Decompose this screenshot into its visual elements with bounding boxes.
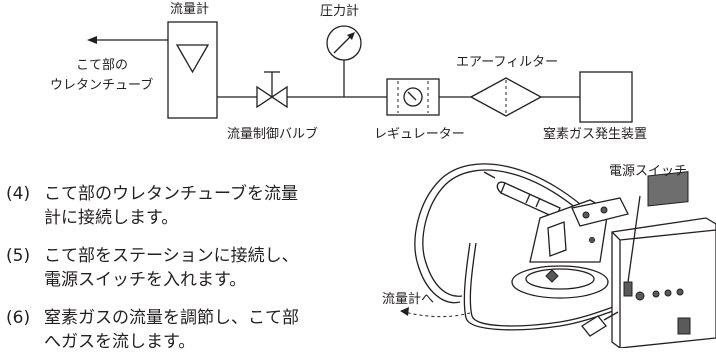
step-number: (4) <box>6 184 31 204</box>
soldering-station-illustration <box>400 163 716 348</box>
nitrogen-generator-label: 窒素ガス発生装置 <box>543 127 648 142</box>
pressure-gauge-label: 圧力計 <box>320 4 360 19</box>
iron-tube-label-line1: こて部の <box>76 58 129 73</box>
air-filter-label: エアーフィルター <box>456 55 559 70</box>
step-text-line1: 窒素ガスの流量を調節し、こて部 <box>44 308 299 328</box>
regulator-label: レギュレーター <box>374 127 465 142</box>
power-switch-label: 電源スイッチ <box>609 164 688 179</box>
flow-control-valve-label: 流量制御バルブ <box>227 127 319 142</box>
air-filter-symbol <box>469 77 543 117</box>
step-text-line1: こて部のウレタンチューブを流量 <box>44 184 298 204</box>
step-text-line2: へガスを流します。 <box>44 332 196 352</box>
regulator-symbol <box>386 78 440 116</box>
to-flow-meter-label: 流量計へ <box>382 292 435 307</box>
step-4: (4) こて部のウレタンチューブを流量 計に接続します。 <box>6 182 298 230</box>
flow-meter-symbol <box>167 21 218 119</box>
nitrogen-generator-symbol <box>579 71 633 123</box>
step-number: (6) <box>6 308 31 328</box>
step-text-line2: 計に接続します。 <box>44 208 179 228</box>
step-text-line2: 電源スイッチを入れます。 <box>44 270 247 290</box>
flow-control-valve-symbol <box>256 71 288 109</box>
iron-tube-label-line2: ウレタンチューブ <box>50 78 154 93</box>
flow-meter-label: 流量計 <box>170 2 210 17</box>
outlet-arrow <box>87 36 168 44</box>
step-number: (5) <box>6 246 31 266</box>
step-text-line1: こて部をステーションに接続し、 <box>44 246 299 266</box>
step-5: (5) こて部をステーションに接続し、 電源スイッチを入れます。 <box>6 244 299 292</box>
pressure-gauge-symbol <box>326 25 362 97</box>
step-6: (6) 窒素ガスの流量を調節し、こて部 へガスを流します。 <box>6 306 299 354</box>
